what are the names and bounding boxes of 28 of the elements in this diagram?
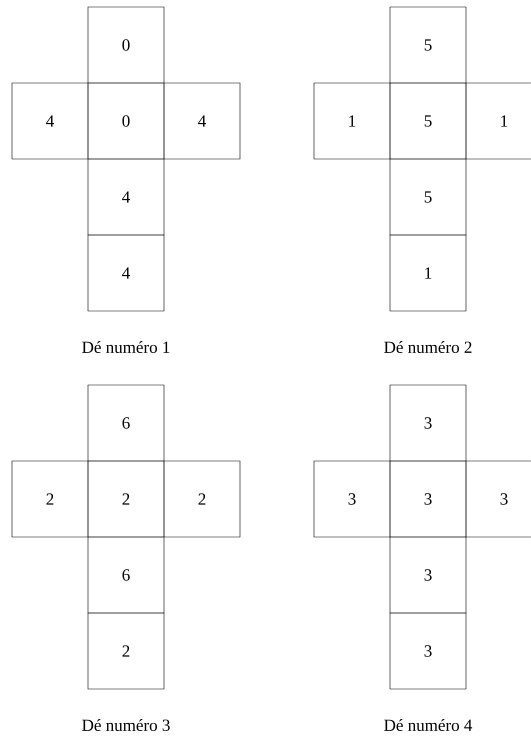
caption: Dé numéro 2 — [384, 341, 472, 353]
die-face: 2 — [164, 460, 240, 538]
die-face: 4 — [164, 82, 240, 160]
die-face: 5 — [390, 6, 466, 84]
die-face: 0 — [88, 6, 164, 84]
die-face: 3 — [314, 460, 390, 538]
die-face: 3 — [390, 384, 466, 462]
die-face: 6 — [88, 536, 164, 614]
caption: Dé numéro 4 — [384, 719, 472, 731]
die-face: 5 — [390, 158, 466, 236]
die-face: 3 — [466, 460, 531, 538]
die-face: 2 — [88, 460, 164, 538]
die-face: 4 — [88, 158, 164, 236]
die-face: 0 — [88, 82, 164, 160]
die-face: 1 — [390, 234, 466, 312]
die-face: 4 — [12, 82, 88, 160]
die-face: 5 — [390, 82, 466, 160]
die-face: 6 — [88, 384, 164, 462]
die-face: 1 — [314, 82, 390, 160]
die-face: 1 — [466, 82, 531, 160]
die-face: 3 — [390, 536, 466, 614]
die-face: 2 — [88, 612, 164, 690]
caption: Dé numéro 3 — [82, 719, 170, 731]
die-face: 3 — [390, 612, 466, 690]
caption: Dé numéro 1 — [82, 341, 170, 353]
die-face: 3 — [390, 460, 466, 538]
die-face: 4 — [88, 234, 164, 312]
die-face: 2 — [12, 460, 88, 538]
